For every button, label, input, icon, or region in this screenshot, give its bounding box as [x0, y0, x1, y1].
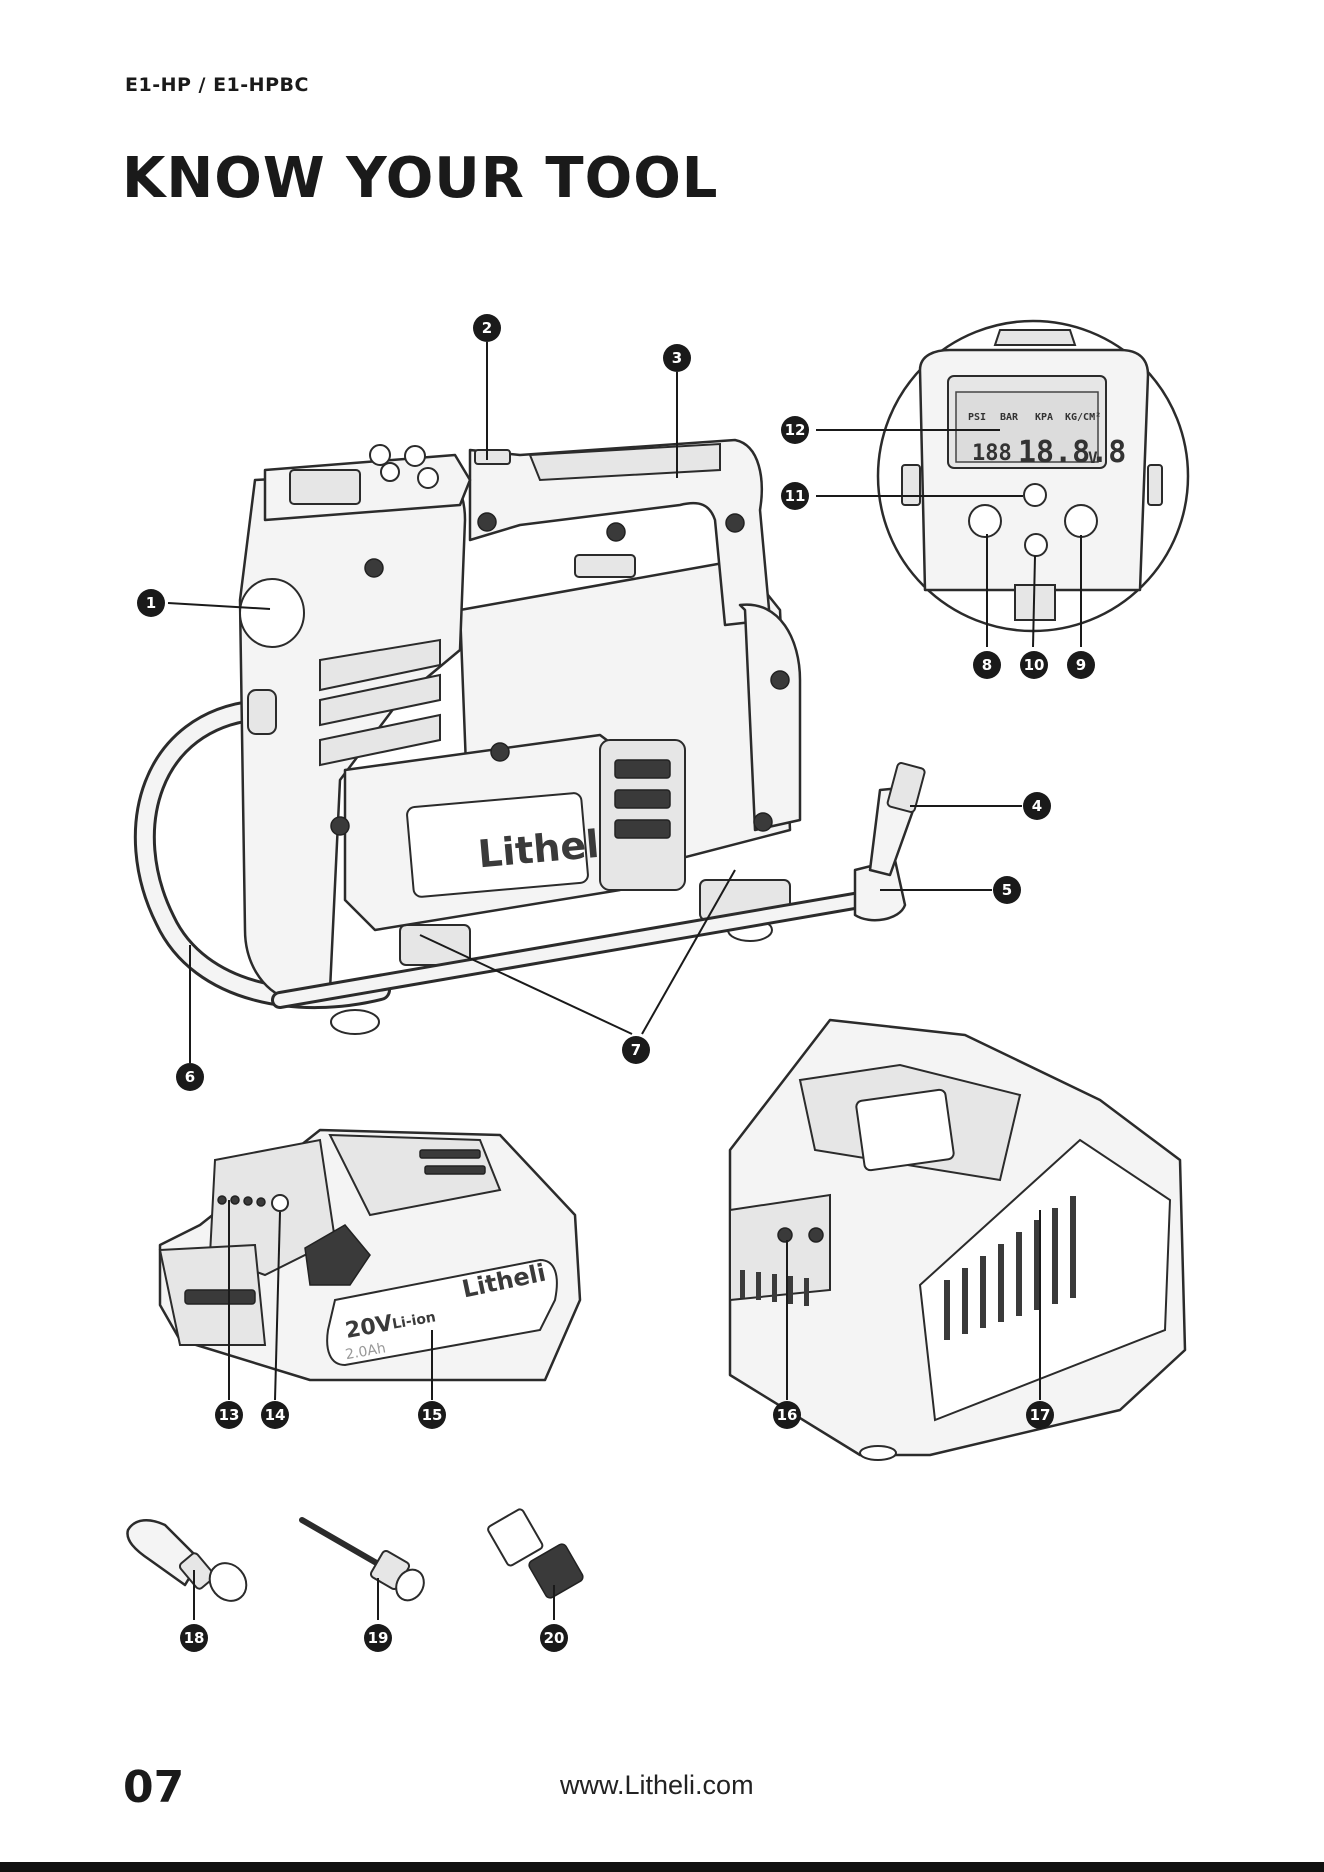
callout-4: 4 [1023, 792, 1051, 820]
callout-2: 2 [473, 314, 501, 342]
lcd-left-digits: 188 [972, 441, 1012, 466]
svg-text:19: 19 [368, 1629, 389, 1647]
svg-text:5: 5 [1002, 881, 1012, 899]
svg-text:2: 2 [482, 319, 492, 337]
svg-text:18: 18 [184, 1629, 205, 1647]
svg-text:10: 10 [1024, 656, 1045, 674]
control-panel-zoom: PSI BAR KPA KG/CM² 188 18.8.8 V [878, 321, 1188, 631]
svg-text:11: 11 [785, 487, 806, 505]
callout-9: 9 [1067, 651, 1095, 679]
svg-text:3: 3 [672, 349, 682, 367]
battery-illustration: 20V Li-ion 2.0Ah Litheli [160, 1130, 580, 1380]
callout-6: 6 [176, 1063, 204, 1091]
svg-text:14: 14 [265, 1406, 286, 1424]
page-number: 07 [123, 1762, 184, 1813]
svg-text:16: 16 [777, 1406, 798, 1424]
svg-text:17: 17 [1030, 1406, 1051, 1424]
svg-text:6: 6 [185, 1068, 195, 1086]
callout-11: 11 [781, 482, 809, 510]
lcd-label-bar: BAR [1000, 412, 1019, 423]
lcd-label-psi: PSI [968, 412, 986, 423]
callout-18: 18 [180, 1624, 208, 1652]
svg-text:15: 15 [422, 1406, 443, 1424]
accessories-illustration [127, 1508, 584, 1608]
callout-13: 13 [215, 1401, 243, 1429]
svg-text:9: 9 [1076, 656, 1086, 674]
callout-10: 10 [1020, 651, 1048, 679]
callout-7: 7 [622, 1036, 650, 1064]
footer-bar [0, 1862, 1324, 1872]
callout-3: 3 [663, 344, 691, 372]
callout-5: 5 [993, 876, 1021, 904]
lcd-label-kgcm: KG/CM² [1065, 412, 1101, 423]
callout-12: 12 [781, 416, 809, 444]
svg-text:4: 4 [1032, 797, 1042, 815]
lcd-label-kpa: KPA [1035, 412, 1053, 423]
svg-text:12: 12 [785, 421, 806, 439]
svg-text:8: 8 [982, 656, 992, 674]
callout-1: 1 [137, 589, 165, 617]
website-url[interactable]: www.Litheli.com [560, 1770, 754, 1801]
svg-text:1: 1 [146, 594, 156, 612]
callout-8: 8 [973, 651, 1001, 679]
svg-text:7: 7 [631, 1041, 641, 1059]
callout-14: 14 [261, 1401, 289, 1429]
callout-19: 19 [364, 1624, 392, 1652]
charger-illustration [730, 1020, 1185, 1460]
svg-text:20: 20 [544, 1629, 565, 1647]
callout-17: 17 [1026, 1401, 1054, 1429]
callout-16: 16 [773, 1401, 801, 1429]
callout-15: 15 [418, 1401, 446, 1429]
callout-20: 20 [540, 1624, 568, 1652]
lcd-right-digits: 18.8.8 [1018, 435, 1126, 470]
svg-text:13: 13 [219, 1406, 240, 1424]
lcd-unit: V [1088, 448, 1098, 467]
air-pump-illustration: Litheli [145, 440, 926, 1034]
